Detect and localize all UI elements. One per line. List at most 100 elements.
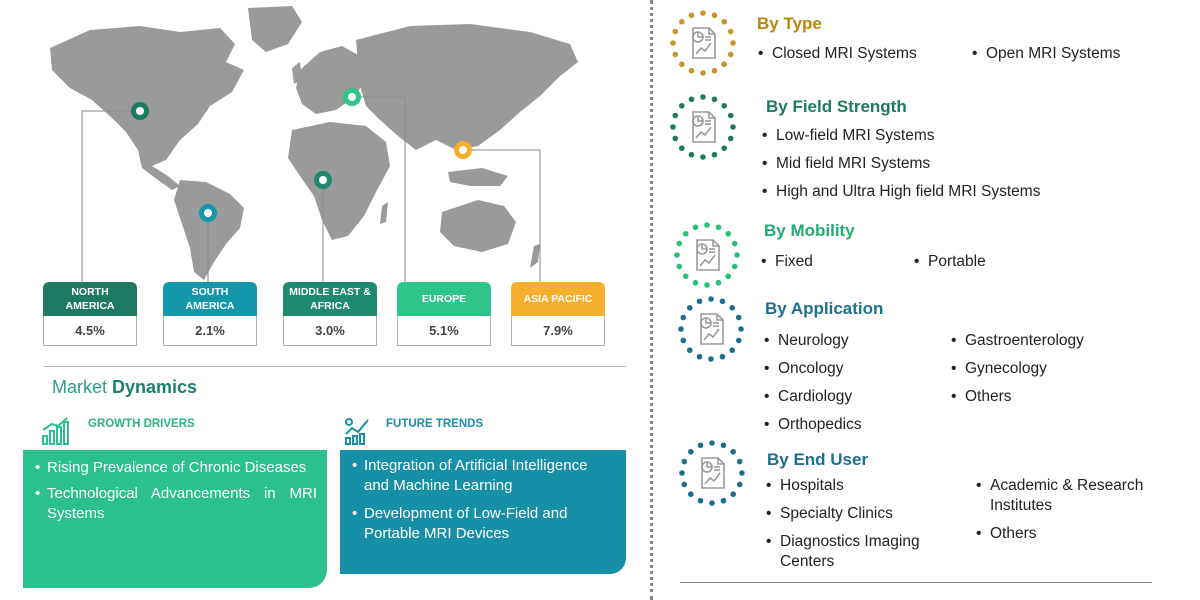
ring-dot xyxy=(727,28,734,35)
new-zealand-shape xyxy=(530,244,540,268)
list-item: Cardiology xyxy=(762,387,852,407)
ring-dot xyxy=(736,481,743,488)
ring-dot xyxy=(692,279,699,286)
section-divider xyxy=(44,366,626,367)
ring-dot xyxy=(697,497,704,504)
ring-dot xyxy=(680,314,687,321)
ring-dot xyxy=(672,112,679,119)
by-application-title: By Application xyxy=(765,299,884,318)
ring-dot xyxy=(709,500,715,506)
ring-dot xyxy=(729,347,736,354)
future-trends-box: Integration of Artificial Intelligence a… xyxy=(340,450,626,574)
greenland-shape xyxy=(248,6,302,52)
future-trends-label: FUTURE TRENDS xyxy=(386,418,484,430)
ring-dot xyxy=(682,273,689,280)
segment-type-icon xyxy=(670,10,736,76)
ring-dot xyxy=(696,298,703,305)
se-asia-islands-shape xyxy=(448,168,508,186)
ring-dot xyxy=(730,40,736,46)
ring-dot xyxy=(704,222,710,228)
ring-dot xyxy=(721,18,728,25)
region-cagr: 7.9% xyxy=(511,316,605,346)
ring-dot xyxy=(709,440,715,446)
japan-shape xyxy=(482,104,496,138)
ring-dot xyxy=(738,326,744,332)
list-item: Neurology xyxy=(762,331,849,351)
ring-dot xyxy=(679,470,685,476)
marker-middle-east-africa xyxy=(314,171,332,189)
ring-dot xyxy=(720,442,727,449)
africa-shape xyxy=(288,122,390,240)
list-item: Academic & Research Institutes xyxy=(974,476,1174,516)
ring-dot xyxy=(735,337,742,344)
leader-europe xyxy=(352,96,406,290)
growth-drivers-box: Rising Prevalence of Chronic Diseases Te… xyxy=(23,450,327,588)
list-item: Gastroenterology xyxy=(949,331,1084,351)
segment-field-strength-icon xyxy=(670,94,736,160)
region-name: ASIA PACIFIC xyxy=(511,282,605,316)
ring-dot xyxy=(676,263,683,270)
ring-dot xyxy=(678,145,685,152)
by-mobility-title: By Mobility xyxy=(764,221,855,240)
ring-dot xyxy=(711,96,718,103)
ring-dot xyxy=(678,326,684,332)
uk-shape xyxy=(292,62,302,84)
ring-dot xyxy=(731,263,738,270)
title-part-1: Market xyxy=(52,377,113,397)
list-item: Gynecology xyxy=(949,359,1047,379)
growth-drivers-list: Rising Prevalence of Chronic Diseases Te… xyxy=(33,458,317,524)
title-part-2: Dynamics xyxy=(112,377,198,397)
ring-dot xyxy=(672,28,679,35)
ring-dot xyxy=(725,273,732,280)
leader-north-america xyxy=(81,110,138,290)
region-card-north-america: NORTH AMERICA 4.5% xyxy=(43,282,137,346)
continents xyxy=(50,6,578,280)
segment-end-user-icon xyxy=(679,440,745,506)
ring-dot xyxy=(688,67,695,74)
ring-dot xyxy=(687,491,694,498)
ring-dot xyxy=(688,151,695,158)
ring-dot xyxy=(682,230,689,237)
ring-dot xyxy=(686,304,693,311)
ring-dot xyxy=(711,12,718,19)
ring-dot xyxy=(700,70,706,76)
ring-dot xyxy=(708,356,714,362)
report-chart-glyph xyxy=(692,27,716,59)
ring-dot xyxy=(721,145,728,152)
marker-south-america xyxy=(199,204,217,222)
ring-dot xyxy=(715,279,722,286)
ring-dot xyxy=(686,347,693,354)
ring-dot xyxy=(730,448,737,455)
leader-asia-pacific xyxy=(463,149,541,290)
ring-dot xyxy=(681,481,688,488)
ring-dot xyxy=(672,51,679,58)
list-item: Fixed xyxy=(759,252,813,272)
report-chart-glyph xyxy=(700,313,724,345)
region-name: NORTH AMERICA xyxy=(43,282,137,316)
ring-dot xyxy=(729,304,736,311)
list-item: Integration of Artificial Intelligence a… xyxy=(350,456,616,496)
region-card-europe: EUROPE 5.1% xyxy=(397,282,491,346)
ring-dot xyxy=(730,491,737,498)
ring-dot xyxy=(727,112,734,119)
ring-dot xyxy=(692,224,699,231)
ring-dot xyxy=(736,458,743,465)
list-item: Others xyxy=(974,524,1037,544)
list-item: Hospitals xyxy=(764,476,844,496)
future-trends-list: Integration of Artificial Intelligence a… xyxy=(350,456,616,544)
bottom-divider xyxy=(680,582,1152,583)
by-end-user-title: By End User xyxy=(767,450,869,469)
ring-dot xyxy=(730,124,736,130)
list-item: Closed MRI Systems xyxy=(756,44,917,64)
region-name: EUROPE xyxy=(397,282,491,316)
ring-dot xyxy=(704,282,710,288)
ring-dot xyxy=(687,448,694,455)
world-map xyxy=(50,6,578,290)
ring-dot xyxy=(719,298,726,305)
vertical-divider xyxy=(650,0,653,600)
list-item: Low-field MRI Systems xyxy=(760,126,934,146)
ring-dot xyxy=(670,40,676,46)
ring-dot xyxy=(719,353,726,360)
list-item: Technological Advancements in MRI System… xyxy=(33,484,317,524)
report-chart-glyph xyxy=(701,457,725,489)
